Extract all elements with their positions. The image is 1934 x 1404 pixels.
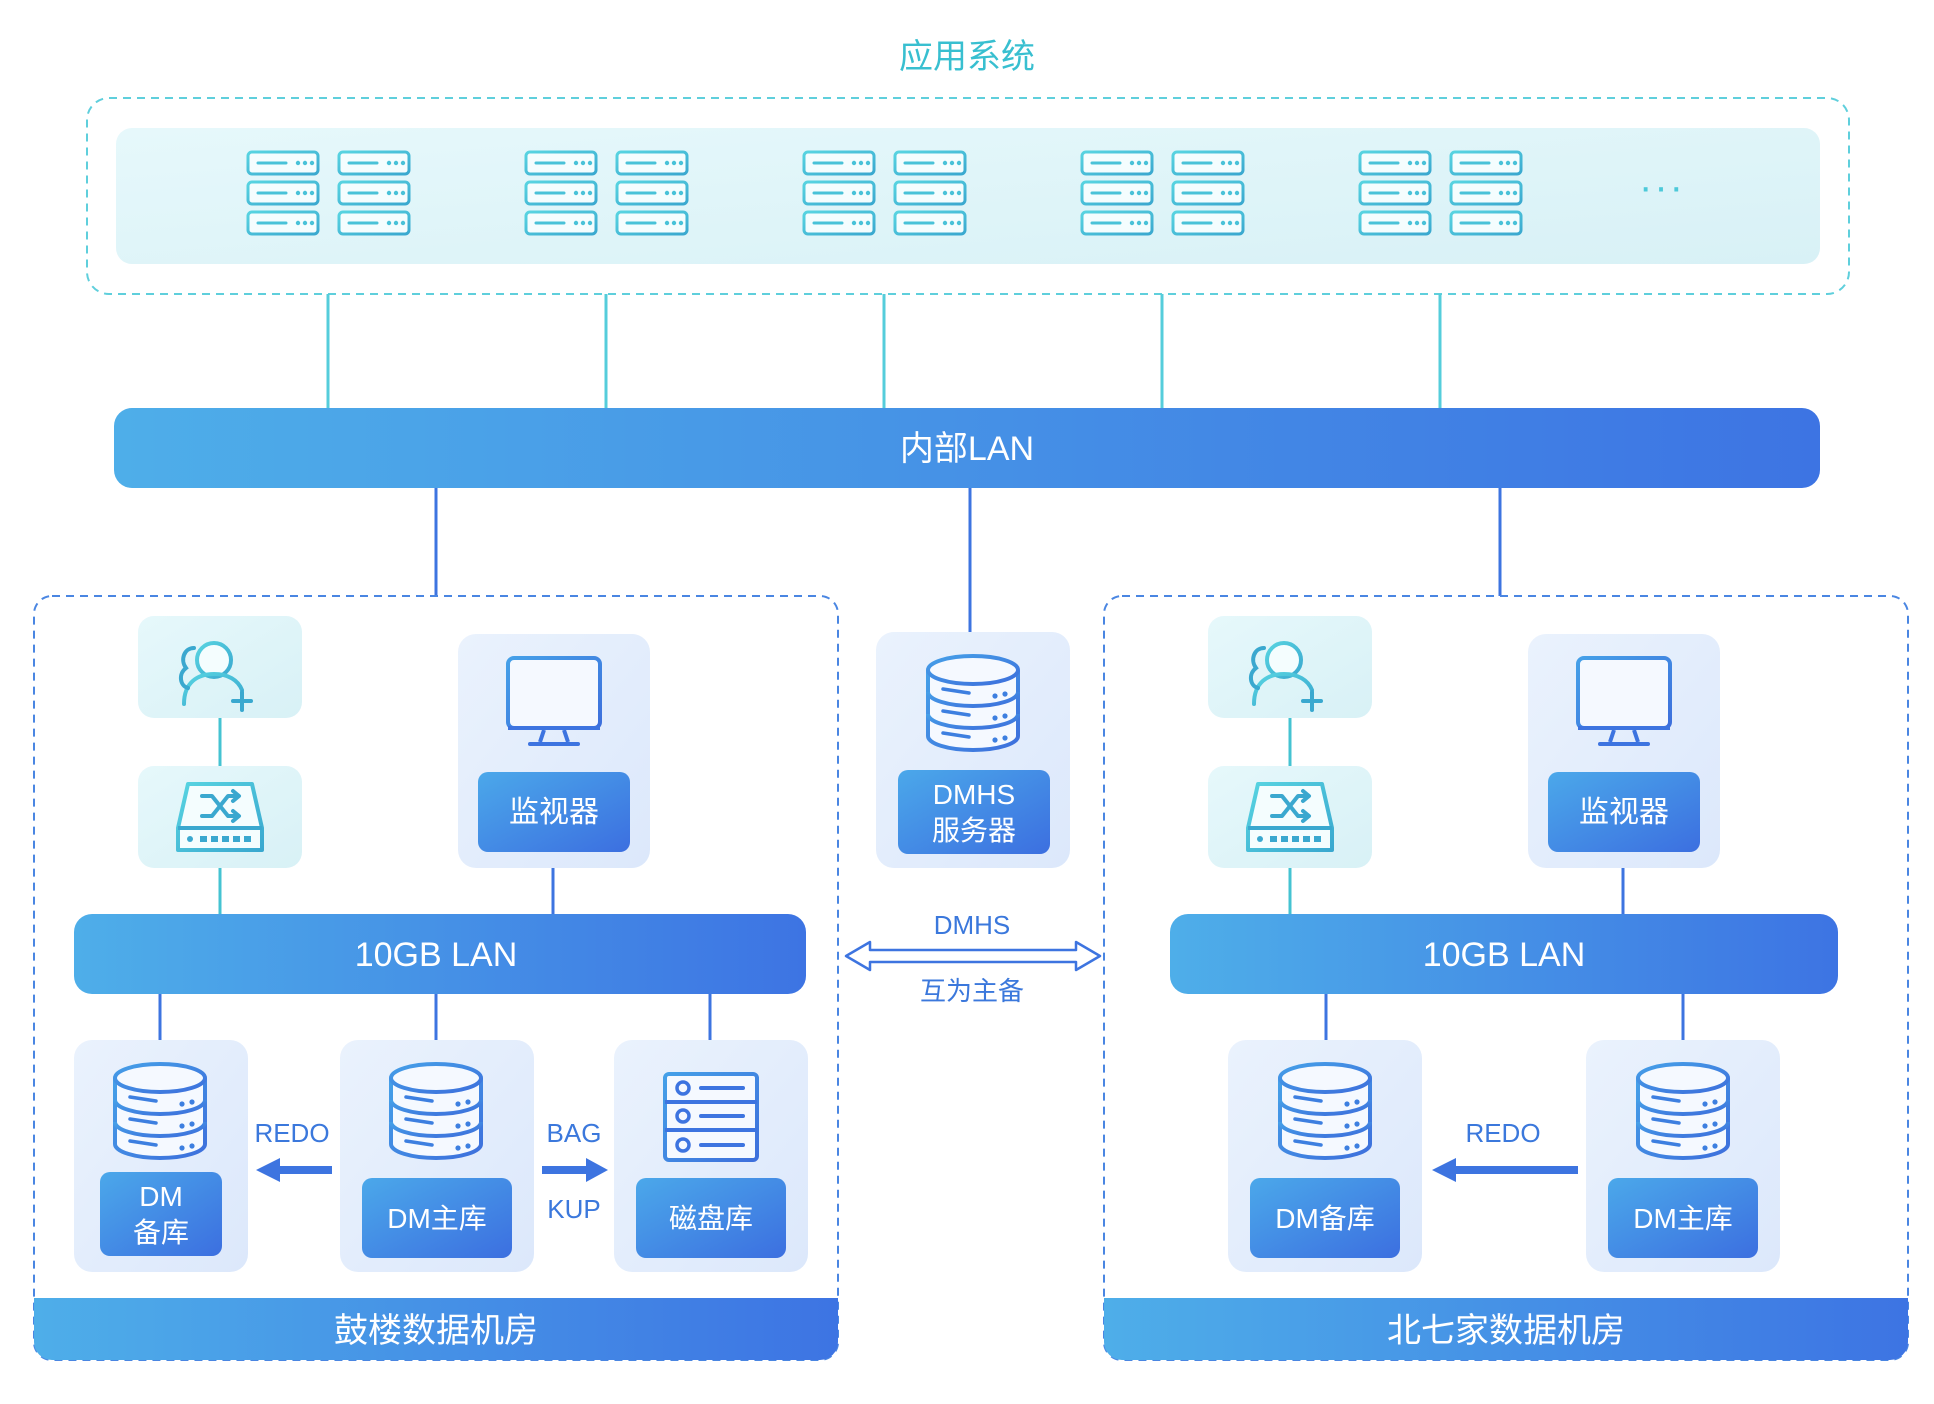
dmhs-server-label-line1: DMHS [933,779,1015,810]
app-lan-connectors [326,294,1442,408]
right-monitor-label: 监视器 [1579,796,1669,829]
more-servers-ellipsis: ··· [1639,165,1685,209]
database-icon [1278,1062,1372,1160]
left-monitor-label: 监视器 [509,796,599,829]
server-rack-icon [893,150,967,236]
server-rack-icon [337,150,411,236]
right-redo-label: REDO [1465,1118,1540,1148]
app-system-title: 应用系统 [899,38,1035,76]
disk-array-icon [663,1072,759,1162]
arrow-right-icon [542,1158,608,1182]
server-rack-icon [1080,150,1154,236]
left-redo-label: REDO [254,1118,329,1148]
dmhs-server-label-line2: 服务器 [932,815,1016,846]
server-rack-icon [524,150,598,236]
dmhs-link-top-label: DMHS [934,910,1011,940]
right-10gb-lan-label: 10GB LAN [1423,936,1586,974]
dmhs-link: DMHS 互为主备 [844,910,1102,1006]
left-data-center: 鼓楼数据机房 监视器 10GB LAN DM 备库 [33,595,839,1361]
left-dc-name: 鼓楼数据机房 [334,1312,538,1350]
server-rack-icon [1171,150,1245,236]
server-rack-icon [1449,150,1523,236]
left-10gb-lan-label: 10GB LAN [355,936,518,974]
internal-lan-bar [114,408,1820,488]
right-data-center: 北七家数据机房 监视器 10GB LAN DM备库 REDO [1103,595,1909,1361]
dmhs-link-bottom-label: 互为主备 [920,976,1024,1006]
database-icon [926,654,1020,752]
server-rack-icon [802,150,876,236]
right-dc-name: 北七家数据机房 [1387,1312,1625,1350]
left-primary-label: DM主库 [387,1203,487,1234]
database-icon [389,1062,483,1160]
network-switch-icon [176,782,264,852]
app-system-frame [86,97,1850,295]
right-dc-name-bar [1104,1298,1908,1360]
double-arrow-icon [844,940,1102,972]
left-disk-label: 磁盘库 [669,1203,753,1234]
server-rack-icon [1358,150,1432,236]
arrow-left-icon [1432,1158,1578,1182]
arrow-left-icon [256,1158,332,1182]
dmhs-server: DMHS 服务器 [876,632,1070,868]
left-standby-label-line1: DM [139,1181,183,1212]
database-icon [113,1062,207,1160]
left-kup-label: KUP [547,1194,600,1224]
right-standby-label: DM备库 [1275,1203,1375,1234]
left-10gb-lan-bar [74,914,806,994]
network-switch-icon [1246,782,1334,852]
left-bag-label: BAG [547,1118,602,1148]
left-standby-label-line2: 备库 [133,1217,189,1248]
database-icon [1636,1062,1730,1160]
right-primary-label: DM主库 [1633,1203,1733,1234]
internal-lan-label: 内部LAN [900,430,1034,468]
left-dc-name-bar [34,1298,838,1360]
right-10gb-lan-bar [1170,914,1838,994]
server-rack-icon [246,150,320,236]
server-rack-icon [615,150,689,236]
lan-down-connectors [434,488,1502,632]
